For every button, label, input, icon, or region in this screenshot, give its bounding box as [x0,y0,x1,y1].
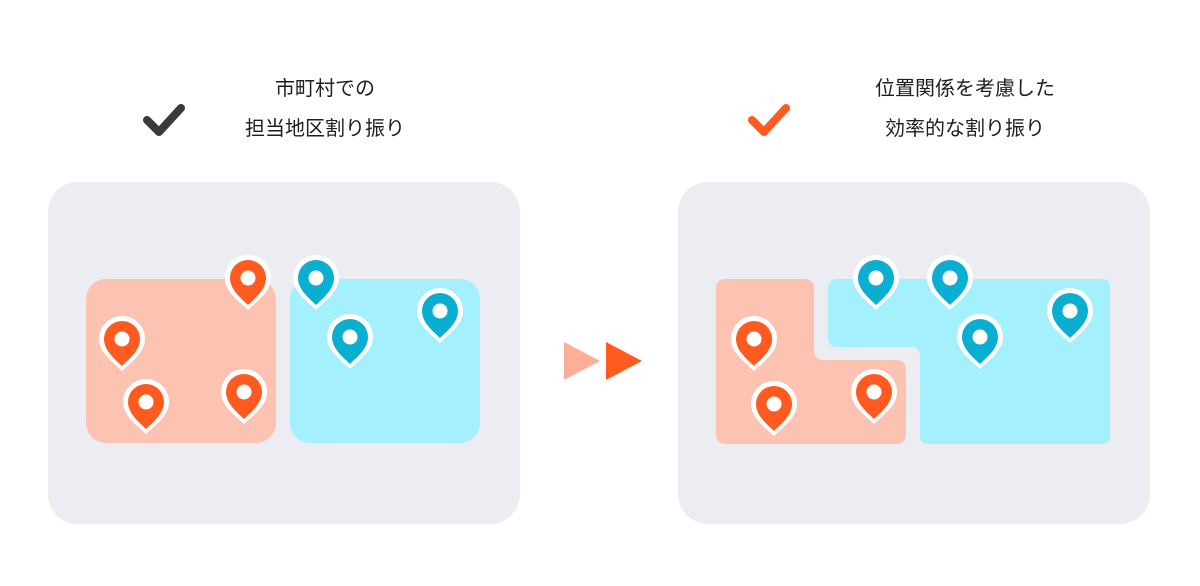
pin-dot [868,270,884,286]
map-pin-orange-icon [731,316,777,371]
map-pin-cyan-icon [957,314,1003,369]
left-title-line-2: 担当地区割り振り [245,116,405,140]
map-pin-orange-icon [751,381,797,436]
map-pin-cyan-icon [417,288,463,343]
left-panel-title: 市町村での 担当地区割り振り [210,68,440,148]
pin-dot [866,384,882,400]
checkmark-stroke [143,104,185,136]
right-panel-title: 位置関係を考慮した 効率的な割り振り [820,68,1110,148]
pin-dot [972,329,988,345]
double-play-arrow-icon [564,342,642,380]
right-pins [731,255,1093,436]
left-pins [99,254,463,434]
pin-dot [114,331,130,347]
map-pin-orange-icon [220,368,267,424]
map-pin-cyan-icon [293,255,339,310]
pin-dot [746,331,762,347]
checkmark-icon [748,104,790,136]
pin-dot [342,329,358,345]
left-title-line-1: 市町村での [275,76,375,100]
right-title-line-1: 位置関係を考慮した [875,76,1055,100]
pin-dot [1062,303,1078,319]
pin-dot [432,303,448,319]
map-pin-orange-icon [224,254,271,310]
pin-dot [308,270,324,286]
right-title-line-2: 効率的な割り振り [885,116,1045,140]
map-pin-cyan-icon [927,255,973,310]
pin-dot [766,396,782,412]
arrow-dark [606,342,642,380]
pin-dot [138,394,154,410]
map-pin-cyan-icon [1047,288,1093,343]
checkmark-stroke [748,104,790,136]
map-pin-cyan-icon [853,255,899,310]
cyan-area [828,279,1110,444]
arrow-light [564,342,600,380]
pin-dot [942,270,958,286]
pin-dot [236,384,252,400]
pin-dot [240,270,256,286]
map-pin-orange-icon [99,316,145,371]
map-pin-cyan-icon [327,314,373,369]
map-pin-orange-icon [123,378,169,434]
checkmark-icon [143,104,185,136]
map-pin-orange-icon [851,368,897,424]
